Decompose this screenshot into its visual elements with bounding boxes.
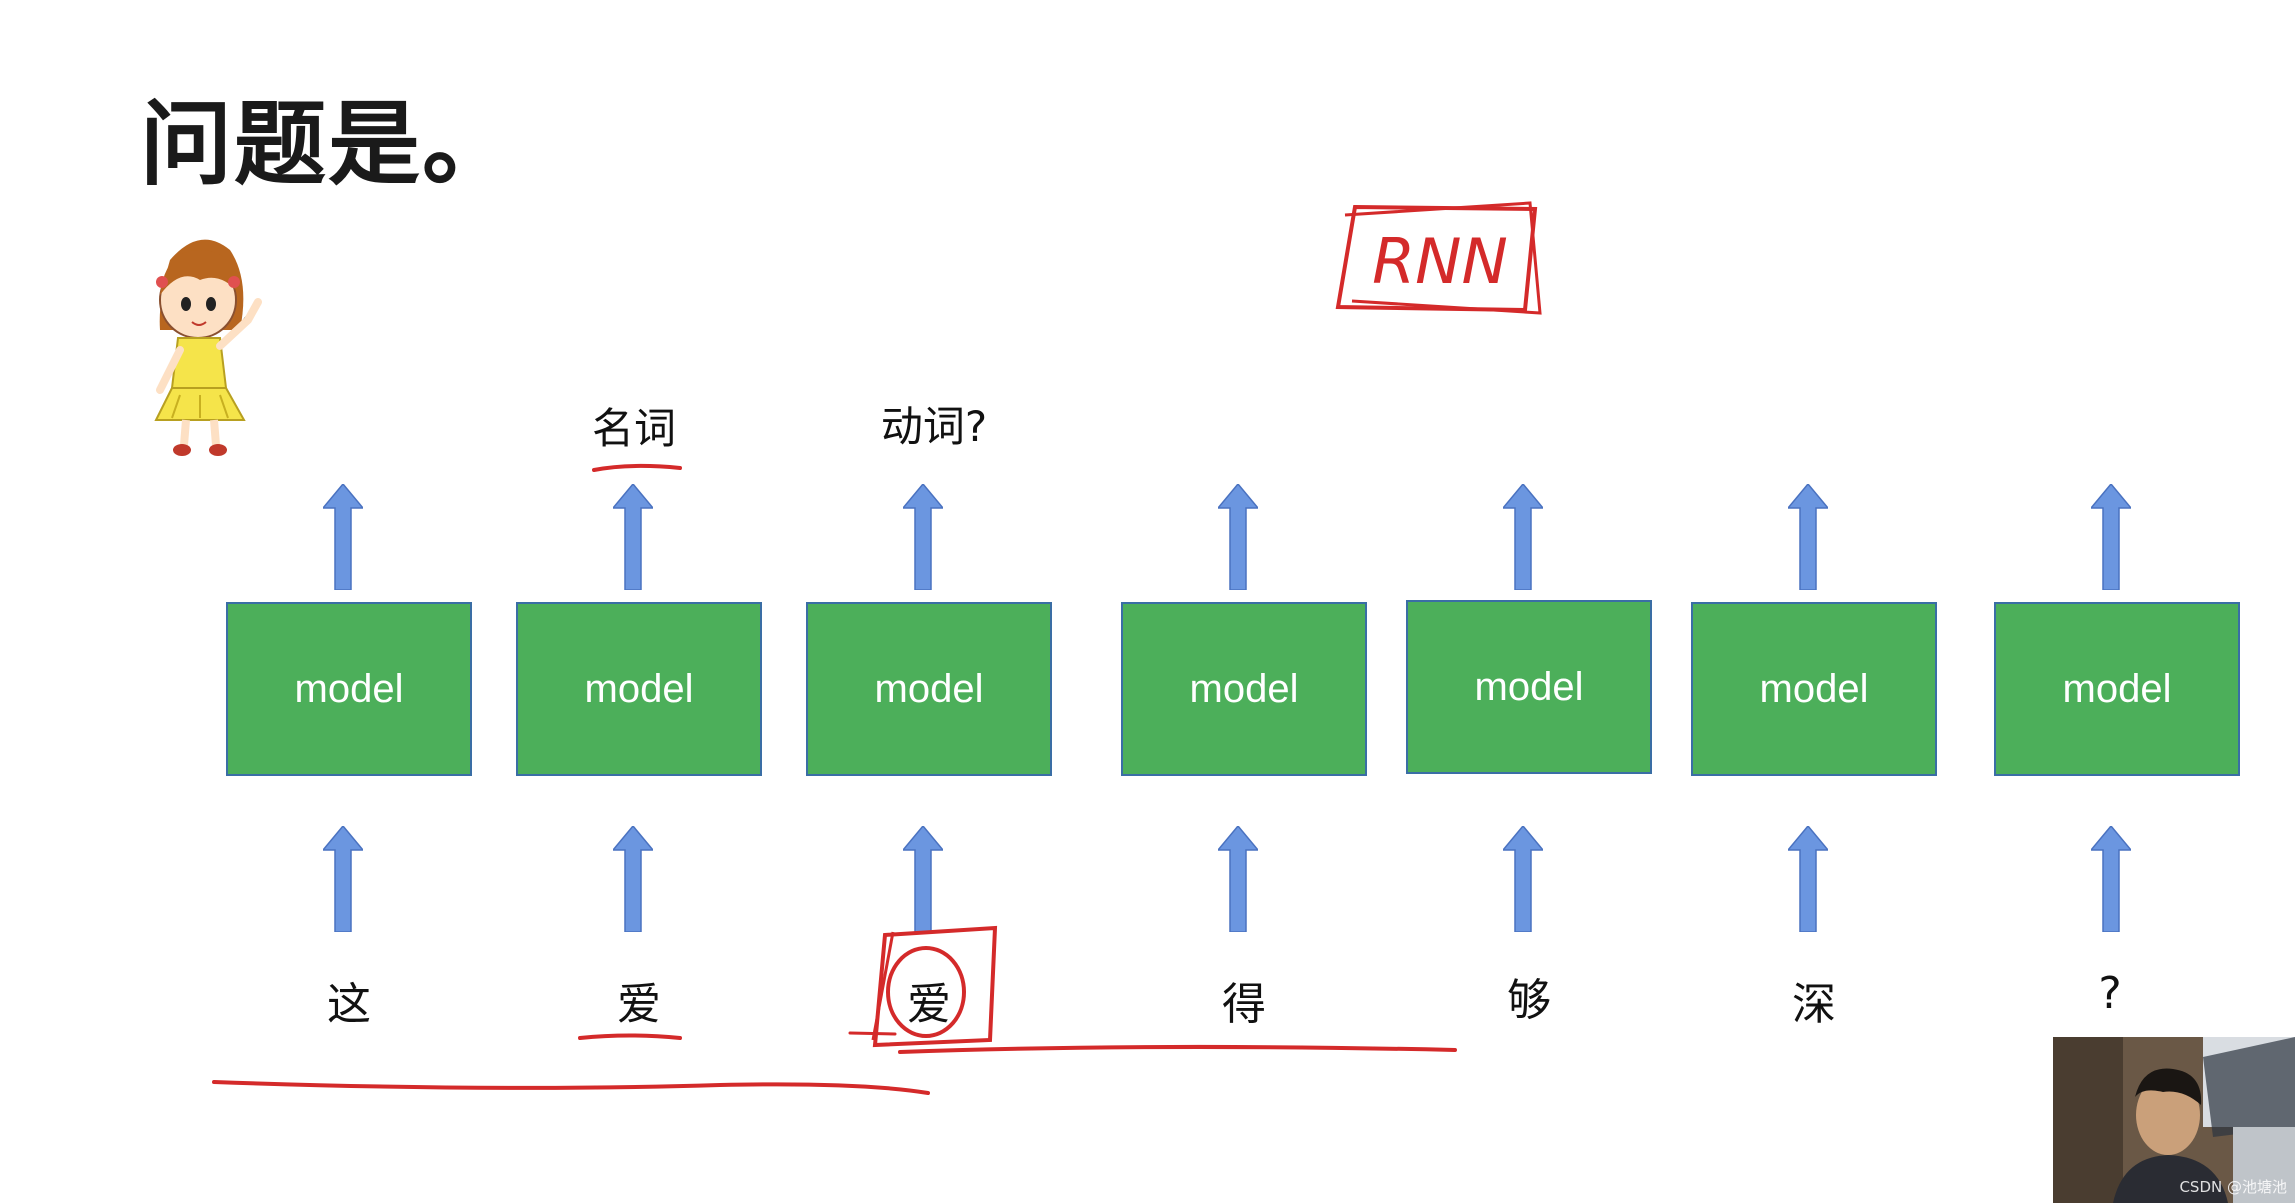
watermark: CSDN @池塘池: [2179, 1178, 2287, 1196]
output-arrow-icon: [1503, 484, 1543, 590]
model-box-1: model: [226, 602, 472, 776]
model-box-6: model: [1691, 602, 1937, 776]
output-arrow-icon: [1218, 484, 1258, 590]
verb-annotation: 动词?: [880, 402, 988, 451]
output-arrow-icon: [323, 484, 363, 590]
model-box-7: model: [1994, 602, 2240, 776]
output-arrow-icon: [613, 484, 653, 590]
webcam-overlay: CSDN @池塘池: [2053, 1037, 2295, 1203]
token-1: 这: [327, 979, 371, 1030]
model-box-3: model: [806, 602, 1052, 776]
noun-underline: [592, 463, 682, 472]
output-arrow-icon: [903, 484, 943, 590]
token-6: 深: [1792, 979, 1836, 1030]
input-arrow-icon: [613, 826, 653, 932]
model-box-4: model: [1121, 602, 1367, 776]
model-box-2: model: [516, 602, 762, 776]
context-left-underline: [212, 1080, 930, 1095]
noun-annotation: 名词: [591, 404, 677, 453]
rnn-handwritten-note: RNN: [1335, 201, 1542, 315]
input-arrow-icon: [1503, 826, 1543, 932]
input-arrow-icon: [323, 826, 363, 932]
output-arrow-icon: [1788, 484, 1828, 590]
token-3: 爱: [907, 979, 951, 1030]
input-arrow-icon: [903, 826, 943, 932]
cartoon-girl-icon: [154, 239, 262, 456]
token-7: ?: [2098, 968, 2122, 1019]
output-arrow-icon: [2091, 484, 2131, 590]
model-box-5: model: [1406, 600, 1652, 774]
token-2-underline: [578, 1033, 682, 1040]
presenter-video-icon: [2053, 1037, 2295, 1203]
token-2: 爱: [617, 979, 661, 1030]
token-4: 得: [1222, 979, 1266, 1030]
page-title: 问题是。: [140, 90, 517, 198]
context-right-underline: [898, 1044, 1457, 1054]
input-arrow-icon: [1218, 826, 1258, 932]
rnn-label: RNN: [1372, 225, 1508, 298]
input-arrow-icon: [2091, 826, 2131, 932]
input-arrow-icon: [1788, 826, 1828, 932]
token-5: 够: [1507, 975, 1551, 1026]
